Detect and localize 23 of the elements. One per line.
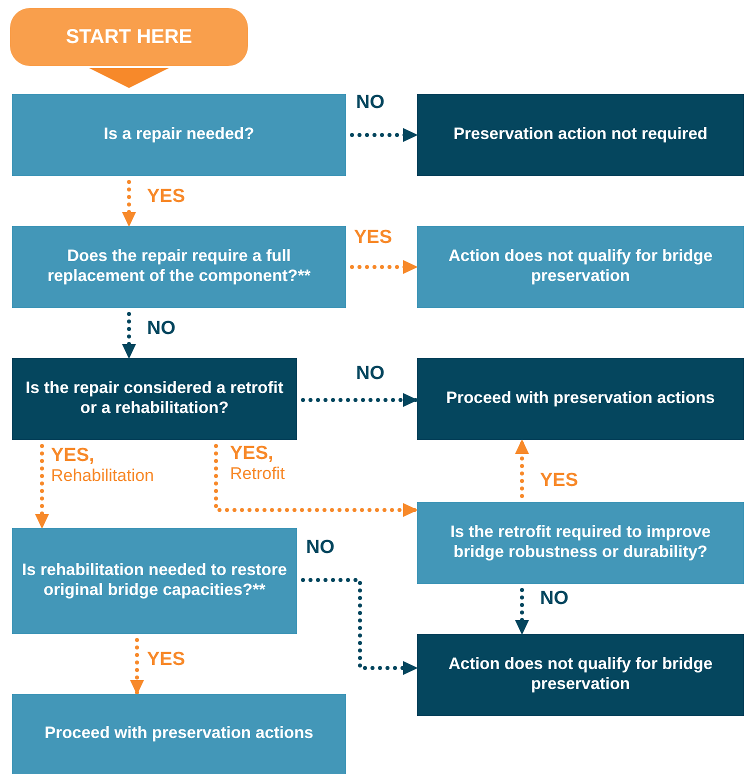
decision-box: Is the retrofit required to improve bridge robustness or durability? [417,502,744,584]
dotted-arrow [350,128,419,142]
dotted-arrow [122,180,136,228]
outcome-box: Preservation action not required [417,94,744,176]
outcome-box: Action does not qualify for bridge preservation [417,634,744,716]
decision-box: Is the repair considered a retrofit or a rehabilitation? [12,358,297,440]
dotted-arrow [35,444,49,530]
dotted-arrow [350,260,419,274]
dotted-arrow [301,393,419,407]
decision-box: Is rehabilitation needed to restore original bridge capacities?** [12,528,297,634]
outcome-box: Proceed with preservation actions [417,358,744,440]
decision-box: Does the repair require a full replacement of the component?** [12,226,346,308]
dotted-arrow [130,638,144,696]
dotted-arrow [214,444,419,517]
outcome-box: Action does not qualify for bridge preservation [417,226,744,308]
dotted-arrow [301,578,419,675]
dotted-arrow [515,438,529,498]
chevron-arrow [89,68,169,88]
decision-box: Is a repair needed? [12,94,346,176]
dotted-arrow [515,588,529,636]
outcome-box: Proceed with preservation actions [12,694,346,774]
dotted-arrow [122,312,136,360]
start-terminal: START HERE [10,8,248,66]
